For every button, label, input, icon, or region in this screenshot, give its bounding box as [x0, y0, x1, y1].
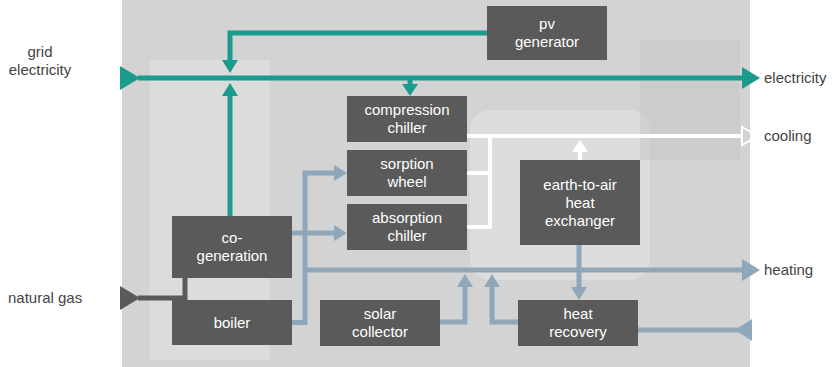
electricity-line [230, 33, 487, 62]
arrow-head [742, 127, 758, 145]
flow-label: electricity [764, 69, 834, 87]
heating-line [638, 328, 740, 333]
arrow-head [735, 319, 752, 341]
heating-line [492, 285, 518, 322]
process-box: boiler [172, 300, 292, 345]
cooling-line [467, 171, 490, 175]
process-box: solar collector [320, 300, 440, 346]
photo-ground [122, 0, 750, 367]
electricity-line [228, 94, 233, 216]
arrow-head [222, 83, 238, 96]
box-label: pv generator [512, 15, 582, 51]
flow-label: heating [764, 261, 834, 279]
cooling-line [488, 134, 492, 229]
photo-shade [640, 40, 740, 160]
heat-connector [292, 231, 339, 236]
box-label: solar collector [337, 305, 423, 341]
box-label: compression chiller [361, 101, 453, 137]
heat-connector [577, 245, 582, 292]
arrow-head [484, 274, 500, 287]
arrow-head [120, 286, 140, 310]
process-box: earth-to-air heat exchanger [520, 160, 640, 245]
box-label: heat recovery [538, 305, 618, 341]
arrow-head [572, 140, 588, 152]
gas-line [183, 276, 188, 302]
cooling-line [467, 134, 742, 138]
arrow-head [402, 84, 418, 96]
flow-label: natural gas [8, 289, 118, 307]
arrow-head [742, 67, 760, 89]
arrow-head [222, 60, 238, 73]
process-box: co- generation [172, 216, 292, 278]
cooling-line [467, 225, 490, 229]
flow-label: grid electricity [0, 43, 80, 79]
flow-label: cooling [764, 127, 834, 145]
electricity-line [138, 76, 745, 81]
process-box: sorption wheel [347, 150, 467, 196]
process-box: pv generator [487, 6, 607, 60]
box-label: boiler [186, 314, 278, 332]
arrow-head [120, 66, 140, 90]
heating-line [303, 268, 743, 273]
box-label: co- generation [187, 229, 277, 265]
process-box: heat recovery [518, 300, 638, 346]
arrow-head [742, 259, 760, 281]
box-label: sorption wheel [361, 155, 453, 191]
box-label: absorption chiller [361, 209, 453, 245]
heating-line [440, 285, 465, 322]
box-label: earth-to-air heat exchanger [534, 176, 626, 230]
process-box: compression chiller [347, 96, 467, 142]
arrow-head [457, 274, 473, 287]
process-box: absorption chiller [347, 204, 467, 250]
